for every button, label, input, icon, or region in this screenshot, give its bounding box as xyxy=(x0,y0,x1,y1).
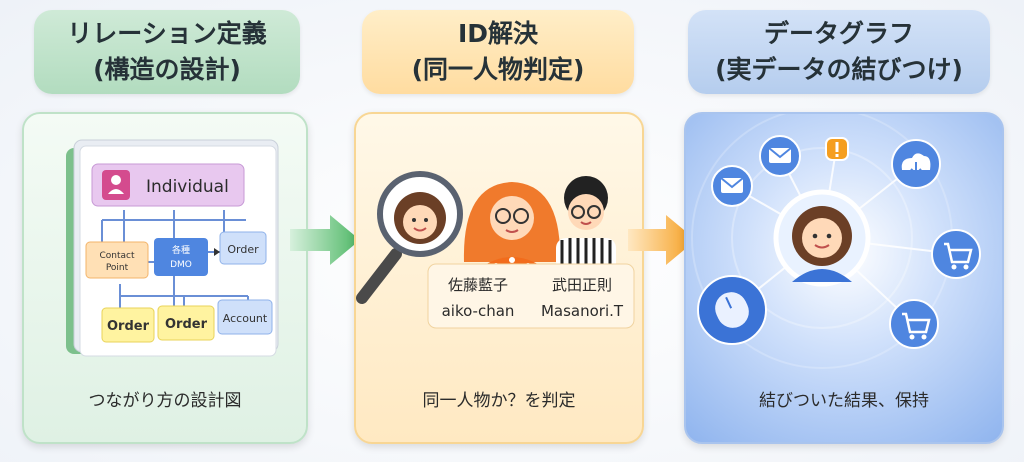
step1-header: リレーション定義 (構造の設計) xyxy=(34,10,300,94)
step2-caption: 同一人物か？を判定 xyxy=(422,391,576,411)
data-graph xyxy=(691,114,981,369)
account-label: Account xyxy=(223,312,268,325)
contact-point-entity xyxy=(85,241,149,279)
order-entity-bottom-1 xyxy=(101,307,155,343)
order-right-label: Order xyxy=(227,243,259,256)
step2-title: ID解決 xyxy=(457,19,539,48)
contact-point-line2: Point xyxy=(106,263,129,273)
step1-caption: つながり方の設計図 xyxy=(88,391,242,411)
step3-caption: 結びついた結果、保持 xyxy=(759,391,929,411)
step3-subtitle: (実データの結びつけ) xyxy=(715,55,963,84)
step2-header: ID解決 (同一人物判定) xyxy=(362,10,634,94)
step3-panel: 結びついた結果、保持 xyxy=(684,112,1004,444)
order-bottom-1-label: Order xyxy=(107,319,150,334)
step3-header: データグラフ (実データの結びつけ) xyxy=(688,10,990,94)
step2-subtitle: (同一人物判定) xyxy=(411,55,585,84)
arrow-right-icon xyxy=(290,215,360,265)
mouse-icon xyxy=(697,275,767,345)
person1-handle: aiko-chan xyxy=(442,302,515,320)
order-entity-bottom-2 xyxy=(157,305,215,341)
contact-point-line1: Contact xyxy=(99,251,134,261)
person2-name: 武田正則 xyxy=(552,276,612,294)
magnifier-handle xyxy=(356,248,402,304)
individual-label: Individual xyxy=(146,177,229,197)
step1-title: リレーション定義 xyxy=(67,19,267,48)
arrow-right-icon xyxy=(628,215,696,265)
name-card xyxy=(427,263,635,329)
account-entity xyxy=(217,299,273,335)
mail-icon xyxy=(711,165,753,207)
dmo-line1: 各種 xyxy=(172,244,190,256)
step2-panel: 佐藤藍子 aiko-chan 武田正則 Masanori.T 同一人物か？を判定 xyxy=(354,112,644,444)
mail-icon xyxy=(759,135,801,177)
id-resolution-illustration: 佐藤藍子 aiko-chan 武田正則 Masanori.T xyxy=(356,171,635,329)
person1-name: 佐藤藍子 xyxy=(448,276,508,294)
step3-title: データグラフ xyxy=(763,19,914,48)
step1-panel: Individual Contact Point 各種 DMO Order Or… xyxy=(22,112,308,444)
cloud-download-icon xyxy=(891,139,941,189)
cart-icon xyxy=(889,299,939,349)
dmo-line2: DMO xyxy=(170,260,192,270)
schema-diagram: Individual Contact Point 各種 DMO Order Or… xyxy=(66,139,279,357)
alert-icon xyxy=(825,137,849,161)
cart-icon xyxy=(931,229,981,279)
order-entity-right xyxy=(219,231,267,265)
person2-handle: Masanori.T xyxy=(541,302,624,320)
dmo-entity xyxy=(154,238,208,276)
step1-subtitle: (構造の設計) xyxy=(93,55,241,84)
order-bottom-2-label: Order xyxy=(165,317,208,332)
